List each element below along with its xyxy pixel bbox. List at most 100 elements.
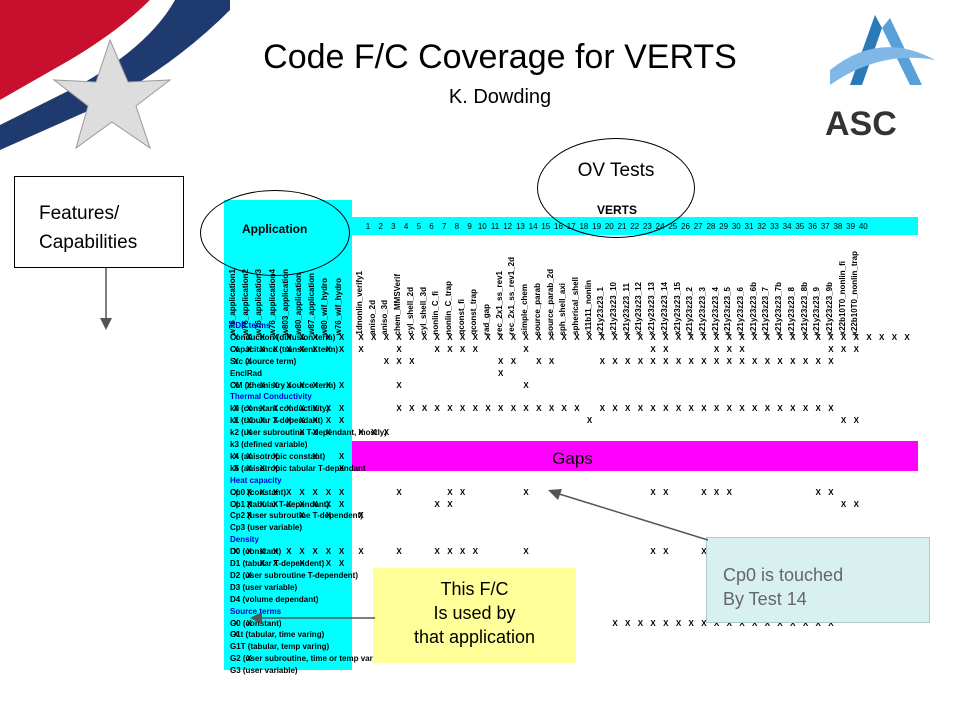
test-coverage-mark: X [523, 380, 529, 390]
application-coverage-mark: X [272, 404, 279, 414]
test-coverage-mark: X [472, 547, 478, 557]
test-coverage-mark: X [548, 356, 555, 366]
application-coverage-mark: X [246, 404, 252, 414]
test-coverage-mark: X [396, 380, 402, 390]
test-coverage-mark: X [701, 356, 707, 366]
test-coverage-mark: X [637, 356, 644, 366]
feature-label: Src (source term) [230, 356, 297, 366]
application-coverage-mark: X [259, 463, 266, 473]
test-coverage-mark: X [713, 487, 720, 497]
test-coverage-mark: X [663, 618, 669, 628]
test-coverage-mark: X [777, 356, 783, 366]
feature-label: D0 (constant) [230, 547, 282, 557]
application-coverage-mark: X [312, 451, 318, 461]
test-coverage-mark: X [574, 404, 580, 414]
test-coverage-mark: X [752, 356, 758, 366]
application-coverage-mark: X [246, 463, 252, 473]
application-coverage-mark: X [338, 416, 345, 426]
application-coverage-mark: X [259, 416, 266, 426]
application-coverage-mark: X [286, 547, 292, 557]
application-coverage-mark: X [233, 463, 239, 473]
test-number: 15 [541, 222, 551, 231]
test-number: 2 [378, 222, 383, 231]
test-coverage-mark: X [713, 404, 720, 414]
test-coverage-mark: X [790, 618, 796, 628]
test-coverage-mark: X [383, 356, 390, 366]
application-coverage-mark: X [233, 404, 239, 414]
application-coverage-mark: X [246, 332, 252, 342]
test-coverage-mark: X [726, 332, 732, 342]
test-coverage-mark: X [650, 618, 656, 628]
application-coverage-mark: X [312, 428, 318, 438]
application-coverage-mark: X [259, 404, 266, 414]
feature-label: D1 (tabular T-dependent) [230, 559, 325, 568]
test-coverage-mark: X [840, 332, 847, 342]
page-subtitle: K. Dowding [448, 86, 552, 108]
test-coverage-mark: X [358, 344, 364, 354]
application-coverage-mark: X [259, 380, 266, 390]
test-coverage-mark: X [777, 618, 783, 628]
test-coverage-mark: X [625, 618, 631, 628]
application-coverage-mark: X [259, 499, 266, 509]
application-coverage-mark: X [325, 499, 332, 509]
app-callout-line-2: Is used by [433, 603, 516, 623]
logo-text: ASC [825, 105, 897, 140]
application-coverage-mark: X [312, 416, 318, 426]
test-coverage-mark: X [485, 332, 491, 342]
test-coverage-mark: X [510, 356, 517, 366]
test-coverage-mark: X [802, 356, 809, 366]
test-coverage-mark: X [434, 499, 440, 509]
test-coverage-mark: X [713, 356, 720, 366]
test-coverage-mark: X [447, 344, 453, 354]
test-coverage-mark: X [409, 404, 415, 414]
application-coverage-mark: X [299, 428, 305, 438]
application-coverage-mark: X [246, 499, 252, 509]
category-label: Source terms [230, 606, 282, 616]
test-coverage-mark: X [713, 344, 720, 354]
feature-label: G3 (user variable) [230, 666, 298, 676]
application-coverage-mark: X [286, 344, 292, 354]
test-coverage-mark: X [447, 332, 453, 342]
test-coverage-mark: X [396, 344, 402, 354]
feature-label: k3 (defined variable) [230, 440, 308, 449]
test-number: 5 [416, 222, 422, 231]
test-coverage-mark: X [612, 404, 618, 414]
application-coverage-mark: X [299, 547, 305, 557]
test-coverage-mark: X [828, 618, 834, 628]
test-coverage-mark: X [828, 356, 834, 366]
application-coverage-mark: X [299, 416, 305, 426]
application-coverage-mark: X [272, 487, 279, 497]
test-number: 37 [820, 222, 830, 231]
test-coverage-mark: X [523, 404, 529, 414]
application-coverage-mark: X [246, 344, 252, 354]
test-coverage-mark: X [853, 416, 859, 426]
application-coverage-mark: X [233, 332, 239, 342]
test-number: 8 [454, 222, 460, 231]
test-coverage-mark: X [599, 404, 605, 414]
test-coverage-mark: X [396, 547, 402, 557]
test-coverage-mark: X [358, 547, 364, 557]
test-coverage-mark: X [688, 618, 694, 628]
test-number: 12 [503, 222, 513, 231]
asc-logo: ASC [820, 10, 940, 145]
feature-label: Cp2 (user subroutine T-dependent) [230, 511, 363, 521]
application-coverage-mark: X [338, 380, 345, 390]
application-coverage-mark: X [259, 344, 266, 354]
test-coverage-mark: X [764, 404, 771, 414]
test-coverage-mark: X [815, 404, 821, 414]
application-coverage-mark: X [299, 511, 305, 521]
application-coverage-mark: X [299, 332, 305, 342]
application-coverage-mark: X [338, 547, 345, 557]
test-coverage-mark: X [548, 404, 555, 414]
feature-label: Cp0 (constant) [230, 487, 286, 497]
application-coverage-mark: X [246, 618, 252, 628]
ov-tests-ellipse [537, 138, 695, 238]
test-coverage-mark: X [663, 344, 669, 354]
test-coverage-mark: X [536, 356, 542, 366]
application-coverage-mark: X [312, 547, 318, 557]
gaps-label: Gaps [552, 449, 593, 468]
feature-label: k1 (tabular T-dependant) [230, 416, 323, 426]
test-coverage-mark: X [650, 344, 656, 354]
application-coverage-mark: X [233, 451, 239, 461]
